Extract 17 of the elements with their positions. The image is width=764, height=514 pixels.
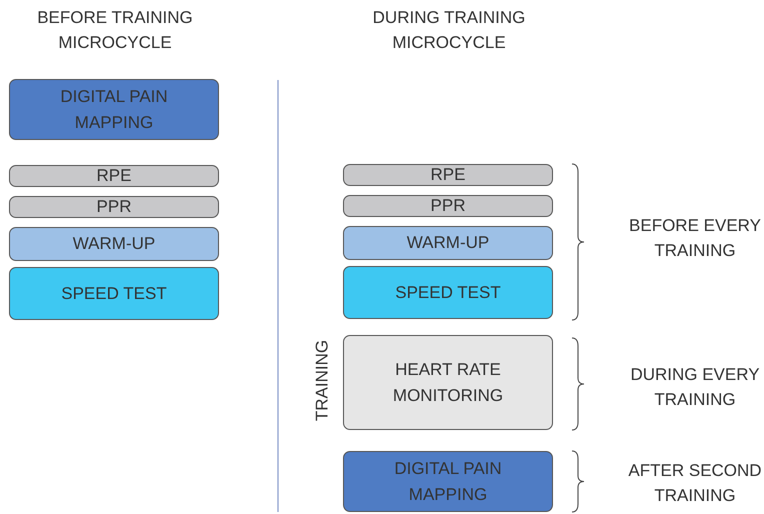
step-box: SPEED TEST <box>343 266 553 319</box>
column-heading: DURING TRAINING MICROCYCLE <box>372 7 526 54</box>
step-box: DIGITAL PAIN MAPPING <box>343 451 553 512</box>
step-box: RPE <box>9 165 219 187</box>
phase-label: BEFORE EVERY TRAINING <box>628 215 762 262</box>
step-box: PPR <box>9 196 219 218</box>
phase-label: TRAINING <box>312 338 332 424</box>
step-box: RPE <box>343 164 553 186</box>
step-box: HEART RATE MONITORING <box>343 335 553 430</box>
step-box: WARM-UP <box>9 227 219 261</box>
step-box: DIGITAL PAIN MAPPING <box>9 79 219 140</box>
step-box: SPEED TEST <box>9 267 219 320</box>
phase-label: AFTER SECOND TRAINING <box>627 460 763 507</box>
step-box: WARM-UP <box>343 226 553 260</box>
phase-label: DURING EVERY TRAINING <box>629 364 761 411</box>
column-heading: BEFORE TRAINING MICROCYCLE <box>36 7 194 54</box>
step-box: PPR <box>343 195 553 217</box>
